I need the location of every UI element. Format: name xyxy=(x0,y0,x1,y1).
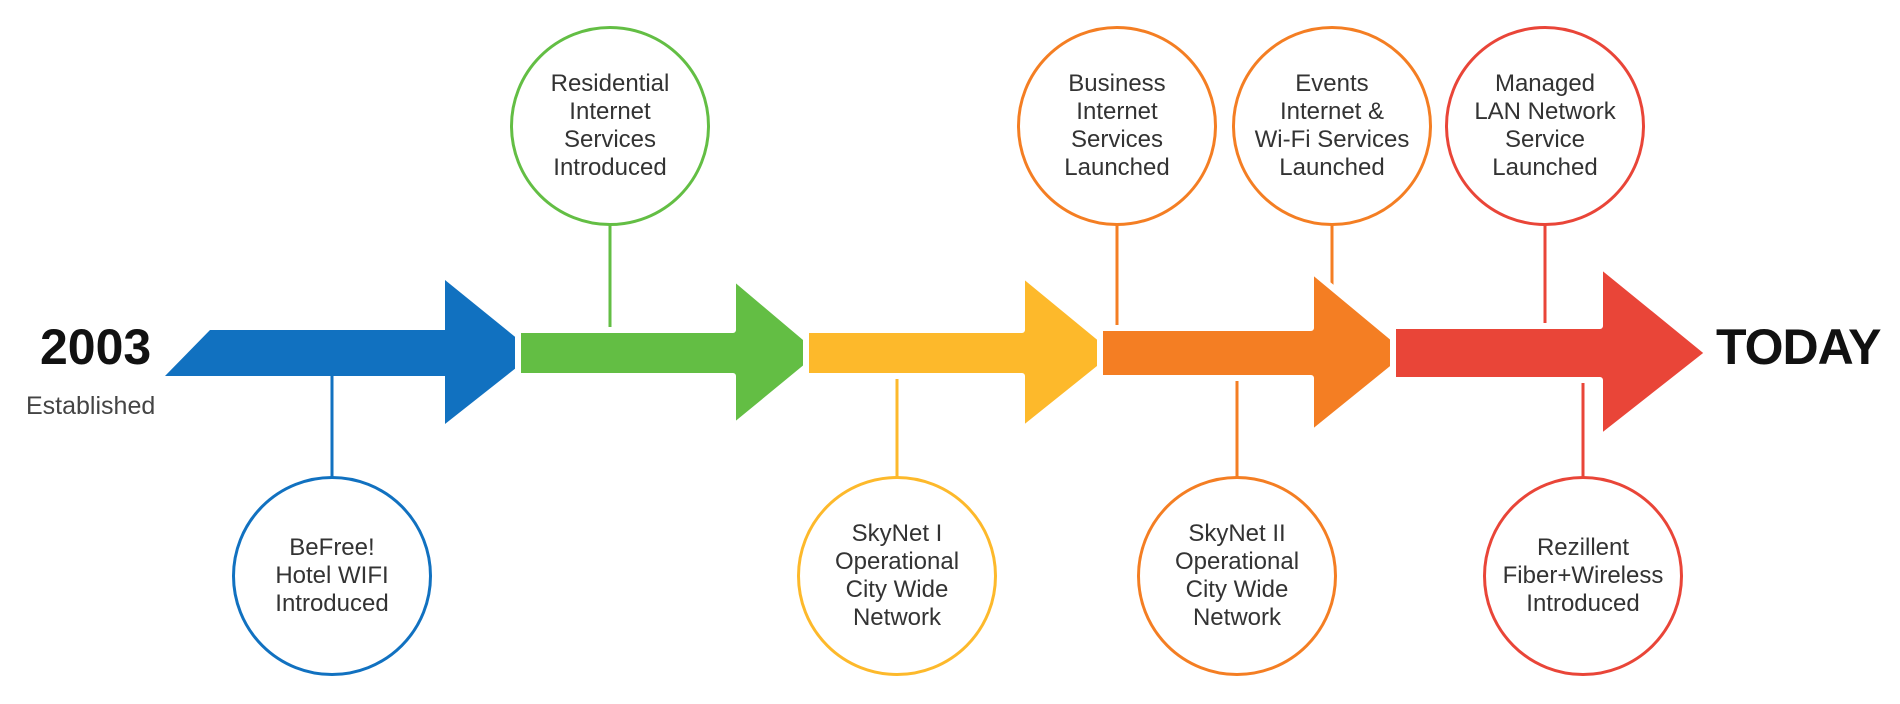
milestone-label: SkyNet I Operational City Wide Network xyxy=(834,520,960,631)
milestone-label: Business Internet Services Launched xyxy=(1064,70,1170,181)
milestone-skynet-1: SkyNet I Operational City Wide Network xyxy=(797,476,997,676)
milestone-label: Managed LAN Network Service Launched xyxy=(1474,70,1616,181)
milestone-label: Events Internet & Wi-Fi Services Launche… xyxy=(1254,70,1410,181)
milestone-residential-internet: Residential Internet Services Introduced xyxy=(510,26,710,226)
arrow-segment-green xyxy=(515,274,826,430)
start-caption: Established xyxy=(26,392,156,420)
arrow-segment-yellow xyxy=(803,271,1121,433)
milestone-befree-hotel-wifi: BeFree! Hotel WIFI Introduced xyxy=(232,476,432,676)
milestone-label: Rezillent Fiber+Wireless Introduced xyxy=(1502,534,1664,617)
milestone-business-internet: Business Internet Services Launched xyxy=(1017,26,1217,226)
milestone-events-wifi: Events Internet & Wi-Fi Services Launche… xyxy=(1232,26,1432,226)
start-year: 2003 xyxy=(40,319,152,375)
milestone-managed-lan: Managed LAN Network Service Launched xyxy=(1445,26,1645,226)
end-label: TODAY xyxy=(1716,319,1882,375)
milestone-label: BeFree! Hotel WIFI Introduced xyxy=(275,534,389,617)
arrow-segment-orange xyxy=(1097,267,1414,437)
milestone-label: Residential Internet Services Introduced xyxy=(550,70,670,181)
arrow-segment-red xyxy=(1390,262,1711,441)
arrow-segment-blue xyxy=(165,280,535,424)
milestone-label: SkyNet II Operational City Wide Network xyxy=(1174,520,1300,631)
milestone-skynet-2: SkyNet II Operational City Wide Network xyxy=(1137,476,1337,676)
milestone-rezillent-fiber: Rezillent Fiber+Wireless Introduced xyxy=(1483,476,1683,676)
